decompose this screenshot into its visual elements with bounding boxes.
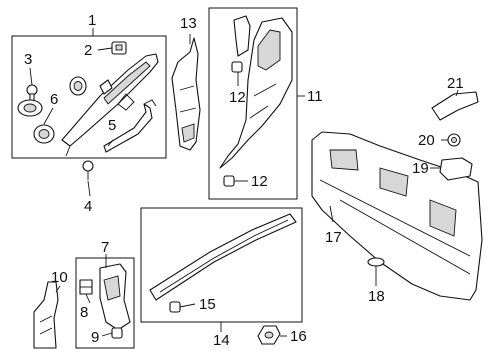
- nut: [447, 133, 461, 147]
- callout-2: 2: [84, 42, 93, 59]
- push-retainer: [223, 61, 243, 187]
- callout-17: 17: [325, 229, 342, 246]
- callout-6: 6: [50, 91, 59, 108]
- push-pin: [367, 257, 385, 282]
- trim-bracket-right: [431, 91, 479, 121]
- callout-19: 19: [412, 160, 429, 177]
- pillar-trim-assembly: [61, 53, 159, 157]
- callout-5: 5: [108, 117, 117, 134]
- callout-15: 15: [199, 296, 216, 313]
- quarter-trim-panel: [219, 17, 293, 169]
- grab-handle-bracket: [103, 99, 157, 153]
- callout-20: 20: [418, 132, 435, 149]
- scuff-plate: [149, 213, 297, 301]
- leader-lines: [29, 28, 459, 337]
- callout-10: 10: [51, 269, 68, 286]
- callout-3: 3: [24, 51, 33, 68]
- clip-small: [111, 327, 123, 339]
- bolt: [82, 160, 94, 180]
- group-box-1: [11, 35, 167, 159]
- callout-11: 11: [307, 88, 323, 105]
- cover-cap: [439, 157, 473, 181]
- b-pillar-trim: [171, 37, 201, 151]
- screw: [26, 84, 38, 105]
- callout-12b: 12: [251, 173, 268, 190]
- callout-21: 21: [447, 75, 464, 92]
- callout-12a: 12: [229, 89, 246, 106]
- group-box-7: [75, 257, 135, 349]
- retainer-clip: [111, 41, 127, 55]
- callout-16: 16: [290, 328, 307, 345]
- bracket-left: [33, 281, 59, 349]
- retainer: [257, 325, 281, 345]
- retainer-clip-11: [233, 15, 251, 57]
- rear-trim-panel: [311, 131, 483, 301]
- callout-9: 9: [91, 329, 100, 346]
- callout-8: 8: [80, 304, 89, 321]
- callout-7: 7: [101, 239, 110, 256]
- group-box-14: [140, 207, 303, 323]
- callout-4: 4: [84, 198, 93, 215]
- callout-18: 18: [368, 288, 385, 305]
- callout-13: 13: [180, 15, 197, 32]
- callout-14: 14: [213, 332, 230, 349]
- scuff-clip: [169, 301, 181, 313]
- clip: [79, 279, 93, 295]
- callout-1: 1: [88, 12, 97, 29]
- pillar-trim-lower: [99, 263, 131, 331]
- handle-bezel: [17, 76, 113, 144]
- group-box-11: [208, 7, 298, 200]
